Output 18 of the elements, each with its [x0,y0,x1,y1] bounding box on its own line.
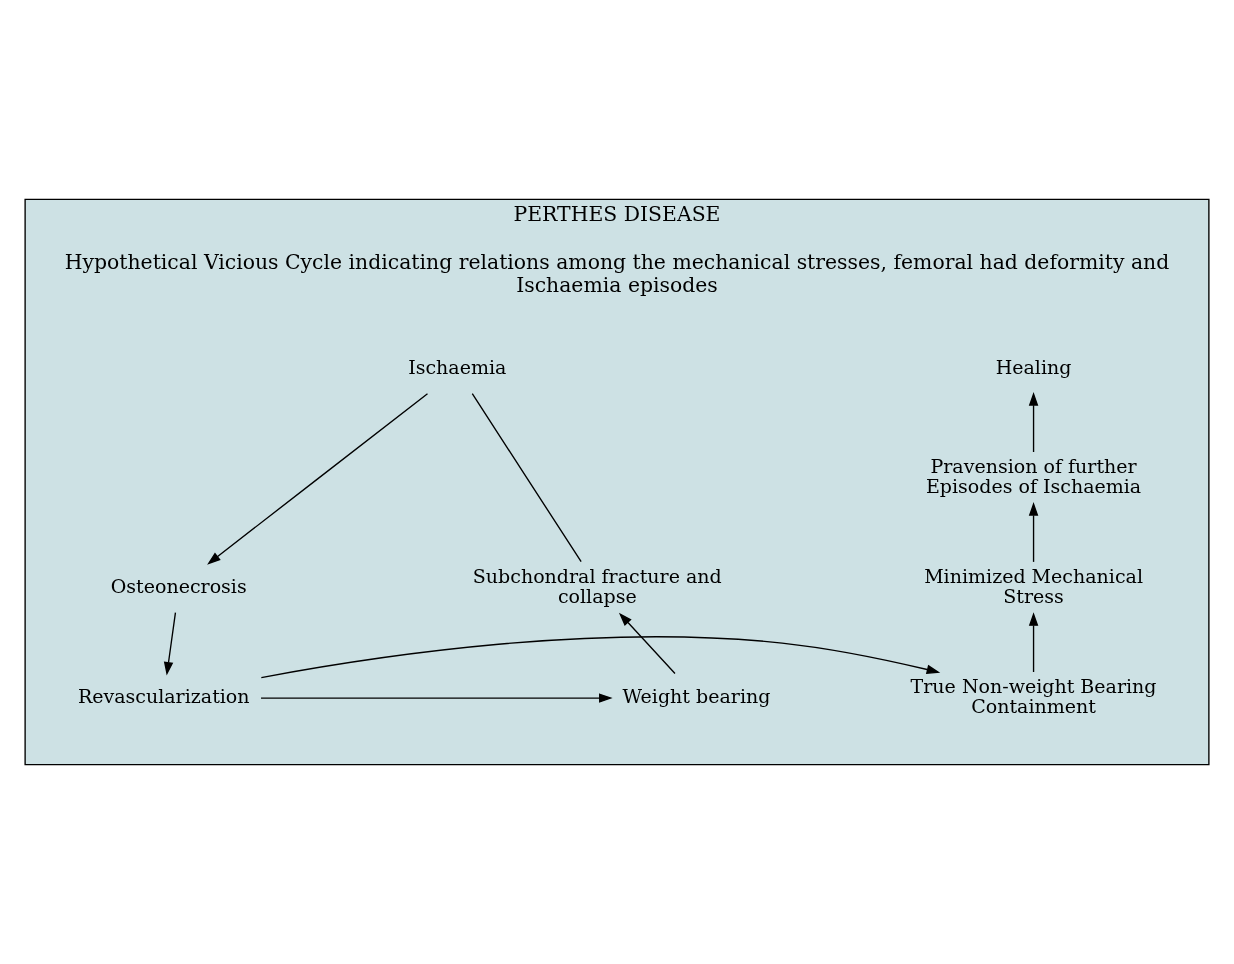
node-text: Healing [995,356,1072,379]
connector [471,393,582,563]
arrow [260,636,941,679]
node-text: Pravension of further Episodes of Ischaemia [925,454,1142,498]
node-text: Subchondral fracture and collapse [472,564,722,608]
arrow [618,612,676,675]
arrow [1028,502,1039,563]
arrow [1028,392,1039,453]
node-text: Minimized Mechanical Stress [924,564,1143,608]
arrow [260,693,613,703]
arrow [207,393,429,565]
node-text: Ischaemia [408,356,507,379]
node-text: Osteonecrosis [110,575,247,598]
node-text: True Non-weight Bearing Containment [910,674,1157,718]
arrow [163,612,177,676]
node-text: Weight bearing [622,685,771,708]
node-text: Revascularization [77,685,250,708]
arrow [1028,612,1039,673]
